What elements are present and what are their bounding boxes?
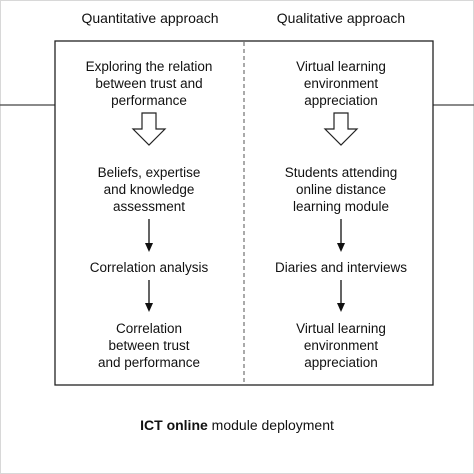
left-hollow-arrow-icon bbox=[131, 112, 167, 146]
right-arrow-2-icon bbox=[337, 243, 345, 252]
qualitative-heading: Qualitative approach bbox=[276, 10, 406, 26]
right-arrow-3-icon bbox=[337, 303, 345, 312]
right-step-3: Diaries and interviews bbox=[274, 260, 408, 275]
footer-caption: ICT online module deployment bbox=[0, 417, 474, 433]
right-hollow-arrow-icon bbox=[323, 112, 359, 146]
left-step-1: Exploring the relation between trust and… bbox=[85, 59, 213, 108]
right-step-4: Virtual learning environment appreciatio… bbox=[296, 321, 386, 370]
right-step-2: Students attending online distance learn… bbox=[284, 165, 398, 214]
quantitative-heading: Quantitative approach bbox=[81, 10, 219, 26]
left-arrow-2-icon bbox=[145, 243, 153, 252]
footer-bold: ICT online bbox=[140, 417, 208, 433]
footer-rest: module deployment bbox=[207, 417, 334, 433]
left-arrow-3-icon bbox=[145, 303, 153, 312]
right-step-1: Virtual learning environment appreciatio… bbox=[296, 59, 386, 108]
left-step-3: Correlation analysis bbox=[89, 260, 209, 275]
left-step-2: Beliefs, expertise and knowledge assessm… bbox=[97, 165, 201, 214]
left-step-4: Correlation between trust and performanc… bbox=[97, 321, 201, 370]
